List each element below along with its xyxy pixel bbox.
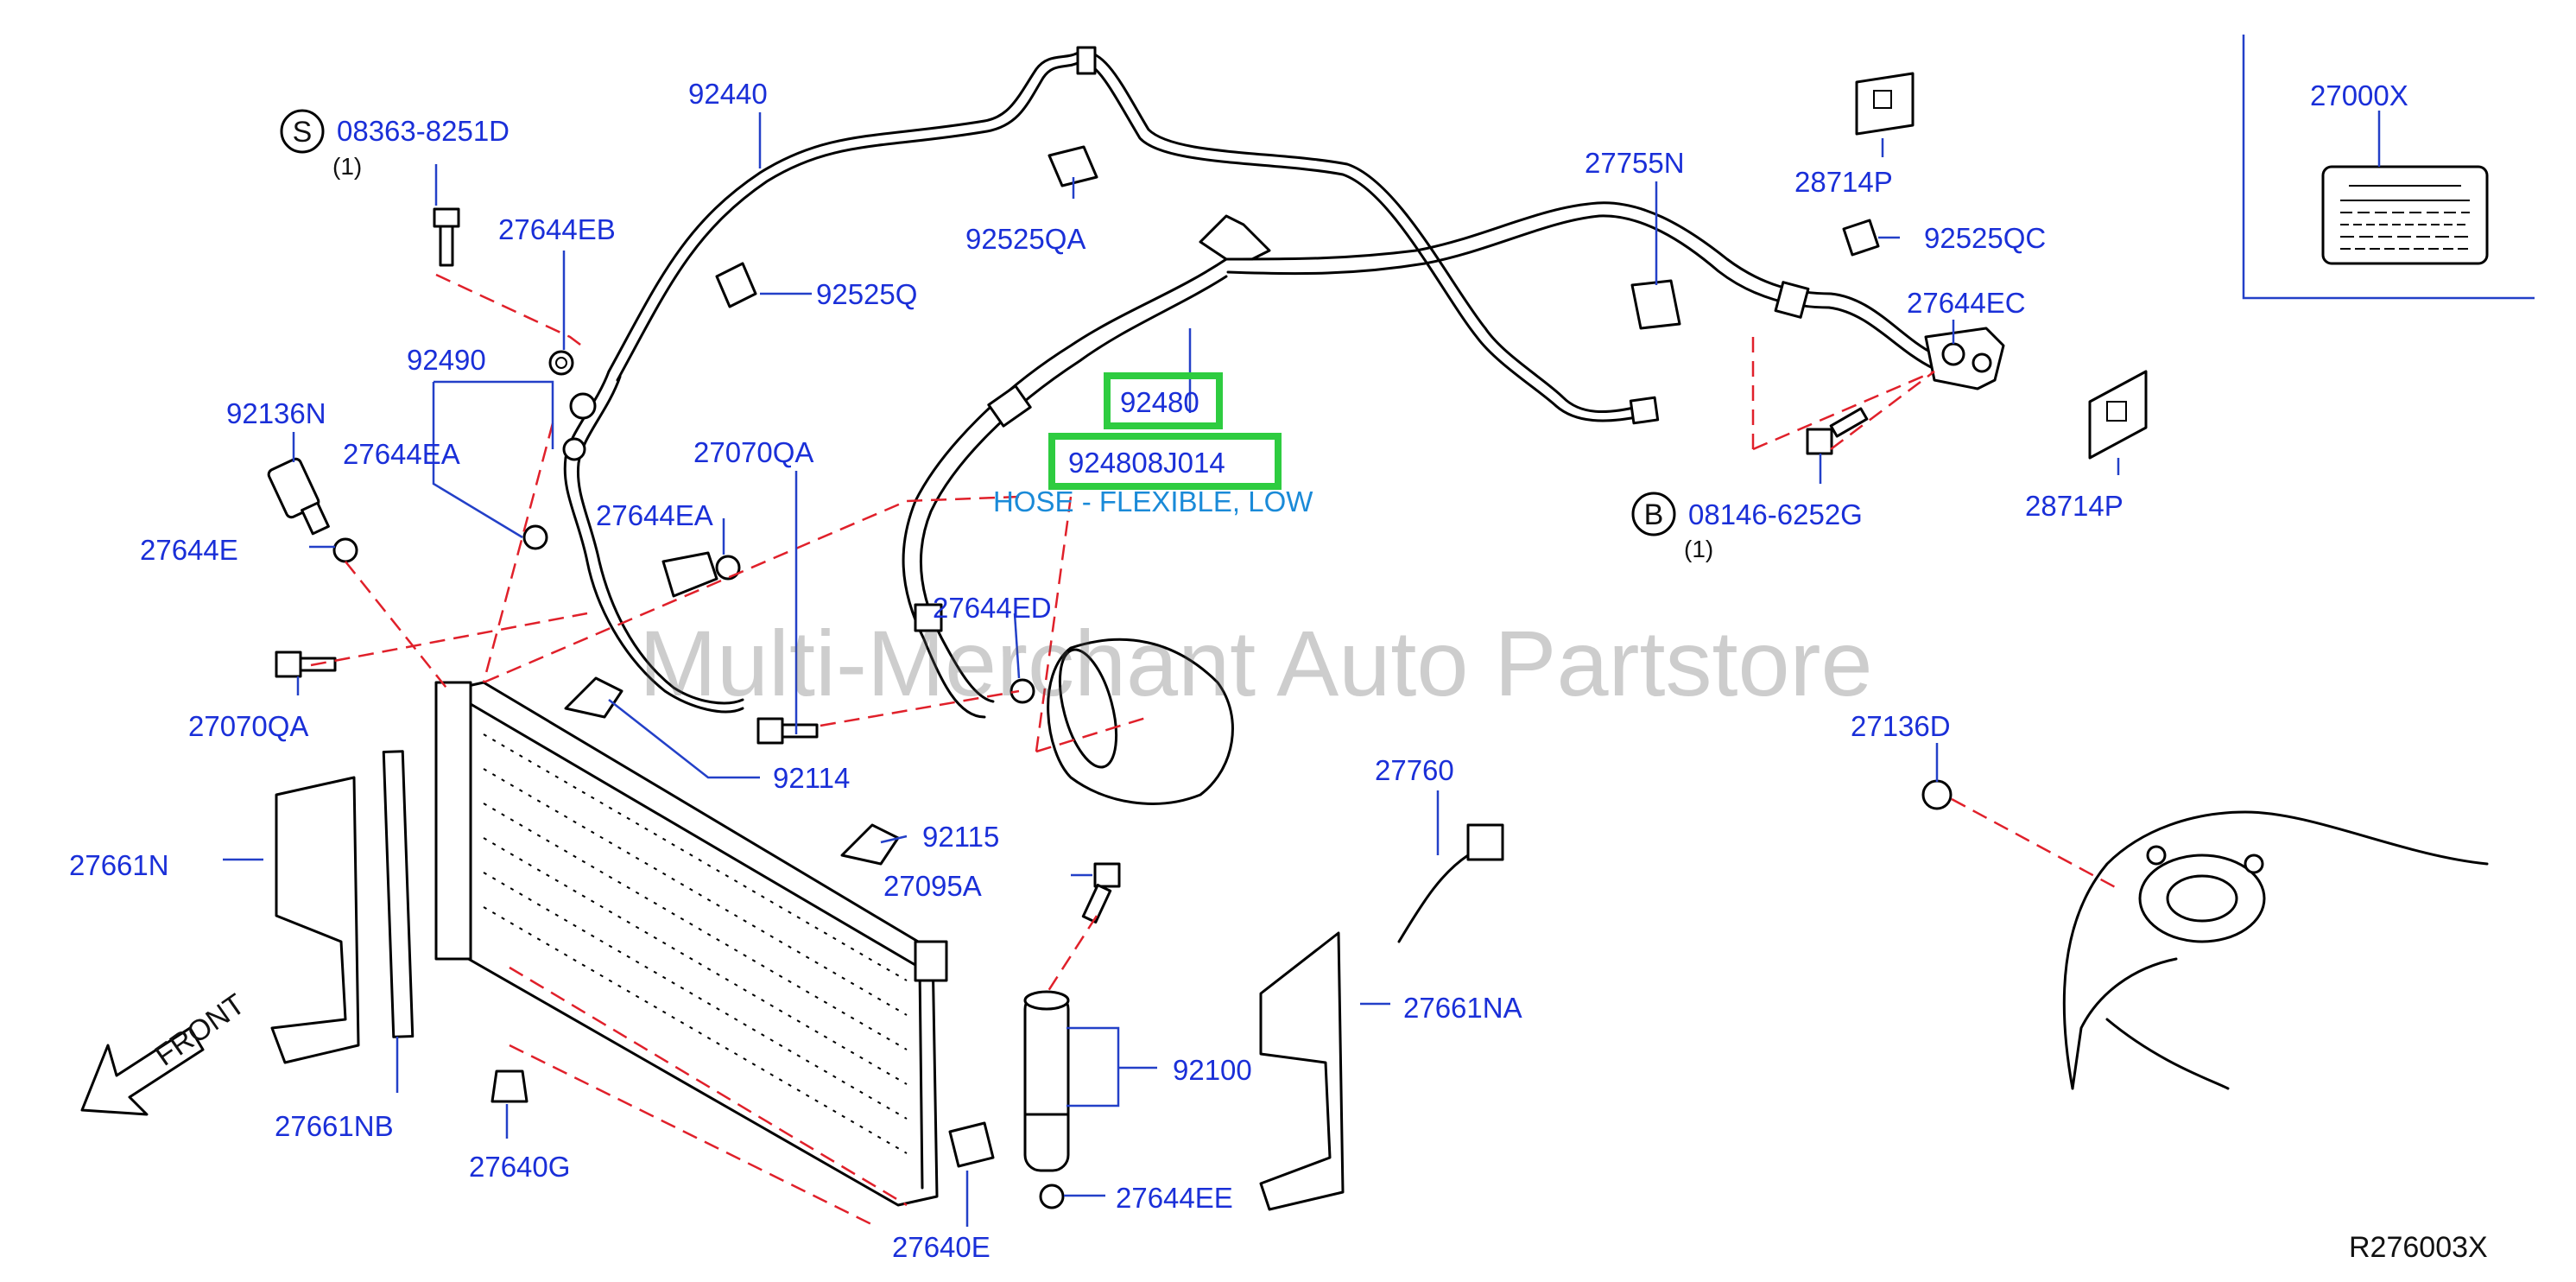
oring-27644ed[interactable] bbox=[1010, 678, 1035, 704]
label-27661na[interactable]: 27661NA bbox=[1403, 992, 1522, 1024]
label-27644ee[interactable]: 27644EE bbox=[1116, 1182, 1233, 1214]
front-arrow-icon bbox=[80, 1026, 205, 1116]
screw-s-qty: (1) bbox=[332, 153, 362, 180]
oring-27644ea-left[interactable] bbox=[522, 524, 548, 550]
clip-27755n[interactable] bbox=[1630, 279, 1681, 330]
label-27644ea-mid[interactable]: 27644EA bbox=[596, 499, 713, 531]
label-27760[interactable]: 27760 bbox=[1375, 754, 1454, 786]
sensor-27760[interactable] bbox=[1397, 823, 1504, 943]
label-92490[interactable]: 92490 bbox=[407, 344, 486, 376]
label-27640g[interactable]: 27640G bbox=[469, 1151, 570, 1183]
diagram-reference-code: R276003X bbox=[2349, 1231, 2488, 1264]
label-27644ec[interactable]: 27644EC bbox=[1907, 287, 2026, 319]
label-27644e[interactable]: 27644E bbox=[140, 534, 238, 566]
bracket-92115[interactable] bbox=[840, 823, 900, 866]
receiver-drier-92100[interactable] bbox=[1023, 990, 1070, 1172]
label-92480[interactable]: 92480 bbox=[1120, 386, 1199, 418]
highlight-box-part-number bbox=[1048, 433, 1282, 490]
watermark: Multi-Merchant Auto Partstore bbox=[639, 611, 1873, 715]
fitting-27644ec[interactable] bbox=[1924, 327, 2005, 390]
pipe-92440[interactable] bbox=[607, 46, 1660, 425]
assembly-guides bbox=[310, 273, 2121, 1228]
label-27644eb[interactable]: 27644EB bbox=[498, 213, 616, 245]
bolt-27070qa-mid[interactable] bbox=[756, 717, 819, 745]
bolt-08146-6252g[interactable] bbox=[1806, 407, 1869, 455]
label-92114[interactable]: 92114 bbox=[773, 762, 850, 794]
label-28714p-top[interactable]: 28714P bbox=[1794, 166, 1893, 198]
label-924808j014[interactable]: 924808J014 bbox=[1068, 447, 1225, 479]
label-27000x[interactable]: 27000X bbox=[2310, 79, 2408, 111]
clip-92525qc[interactable] bbox=[1842, 219, 1880, 257]
side-seal-27661nb[interactable] bbox=[382, 750, 415, 1038]
highlighted-part-callout[interactable]: 92480 924808J014 HOSE - FLEXIBLE, LOW bbox=[993, 372, 1313, 517]
pad-28714p-top[interactable] bbox=[1855, 72, 1915, 136]
b-symbol: B bbox=[1644, 498, 1664, 531]
label-27136d[interactable]: 27136D bbox=[1851, 710, 1951, 742]
label-92136n[interactable]: 92136N bbox=[226, 397, 326, 429]
label-27661nb[interactable]: 27661NB bbox=[275, 1110, 394, 1142]
s-symbol-icon bbox=[280, 109, 325, 154]
oring-27644eb[interactable] bbox=[548, 350, 574, 376]
part-description: HOSE - FLEXIBLE, LOW bbox=[993, 486, 1313, 517]
label-92115[interactable]: 92115 bbox=[922, 821, 999, 853]
label-28714p-right[interactable]: 28714P bbox=[2025, 490, 2123, 522]
grommet-27640g[interactable] bbox=[491, 1069, 528, 1103]
pad-28714p-right[interactable] bbox=[2088, 370, 2148, 460]
inset-frame bbox=[2242, 35, 2535, 300]
clip-92525qa[interactable] bbox=[1047, 145, 1098, 187]
sensor-92136n[interactable] bbox=[267, 457, 330, 536]
bracket-92114[interactable] bbox=[564, 676, 623, 719]
b-symbol-icon bbox=[1631, 492, 1676, 536]
side-seal-27661n[interactable] bbox=[270, 776, 360, 1064]
screw-s-callout[interactable]: S 08363-8251D (1) bbox=[280, 109, 510, 180]
block-fitting-27644ea[interactable] bbox=[661, 551, 718, 598]
label-27644ed[interactable]: 27644ED bbox=[933, 592, 1052, 624]
label-92525qa[interactable]: 92525QA bbox=[965, 223, 1085, 255]
nut-27136d[interactable] bbox=[1921, 779, 1953, 810]
highlight-box-part bbox=[1104, 372, 1223, 429]
label-92440[interactable]: 92440 bbox=[688, 78, 768, 110]
bolt-b-qty: (1) bbox=[1684, 536, 1713, 562]
label-92525q[interactable]: 92525Q bbox=[816, 278, 917, 310]
side-seal-27661na[interactable] bbox=[1259, 931, 1345, 1211]
label-27755n[interactable]: 27755N bbox=[1585, 147, 1685, 179]
oring-27644ea-mid[interactable] bbox=[715, 555, 741, 581]
bracket-27640e[interactable] bbox=[948, 1121, 995, 1168]
hose-92480-low-flexible[interactable] bbox=[902, 201, 1997, 719]
bolt-27095a[interactable] bbox=[1081, 862, 1121, 924]
bolt-27070qa-left[interactable] bbox=[275, 651, 337, 678]
clip-92525q[interactable] bbox=[715, 262, 757, 308]
label-92525qc[interactable]: 92525QC bbox=[1924, 222, 2046, 254]
label-27644ea-left[interactable]: 27644EA bbox=[343, 438, 460, 470]
compressor bbox=[1035, 638, 1234, 805]
oring-27644ee[interactable] bbox=[1039, 1184, 1065, 1209]
label-08146-6252g[interactable]: 08146-6252G bbox=[1688, 498, 1863, 530]
body-panel bbox=[2062, 810, 2489, 1090]
condenser-core[interactable] bbox=[434, 681, 948, 1207]
label-27640e[interactable]: 27640E bbox=[892, 1231, 991, 1263]
oring-27644e[interactable] bbox=[332, 537, 358, 563]
s-symbol: S bbox=[293, 116, 313, 149]
bolt-08363-8251d[interactable] bbox=[433, 207, 460, 267]
pipe-92490[interactable] bbox=[562, 370, 744, 714]
label-27070qa-top[interactable]: 27070QA bbox=[693, 436, 813, 468]
bolt-b-callout[interactable]: B 08146-6252G (1) bbox=[1631, 492, 1863, 562]
front-label: FRONT bbox=[149, 987, 251, 1072]
label-27095a[interactable]: 27095A bbox=[883, 870, 982, 902]
leader-lines bbox=[223, 112, 2120, 1227]
label-08363-8251d[interactable]: 08363-8251D bbox=[337, 115, 510, 147]
label-92100[interactable]: 92100 bbox=[1173, 1054, 1252, 1086]
label-27661n[interactable]: 27661N bbox=[69, 849, 169, 881]
label-27070qa-left[interactable]: 27070QA bbox=[188, 710, 308, 742]
